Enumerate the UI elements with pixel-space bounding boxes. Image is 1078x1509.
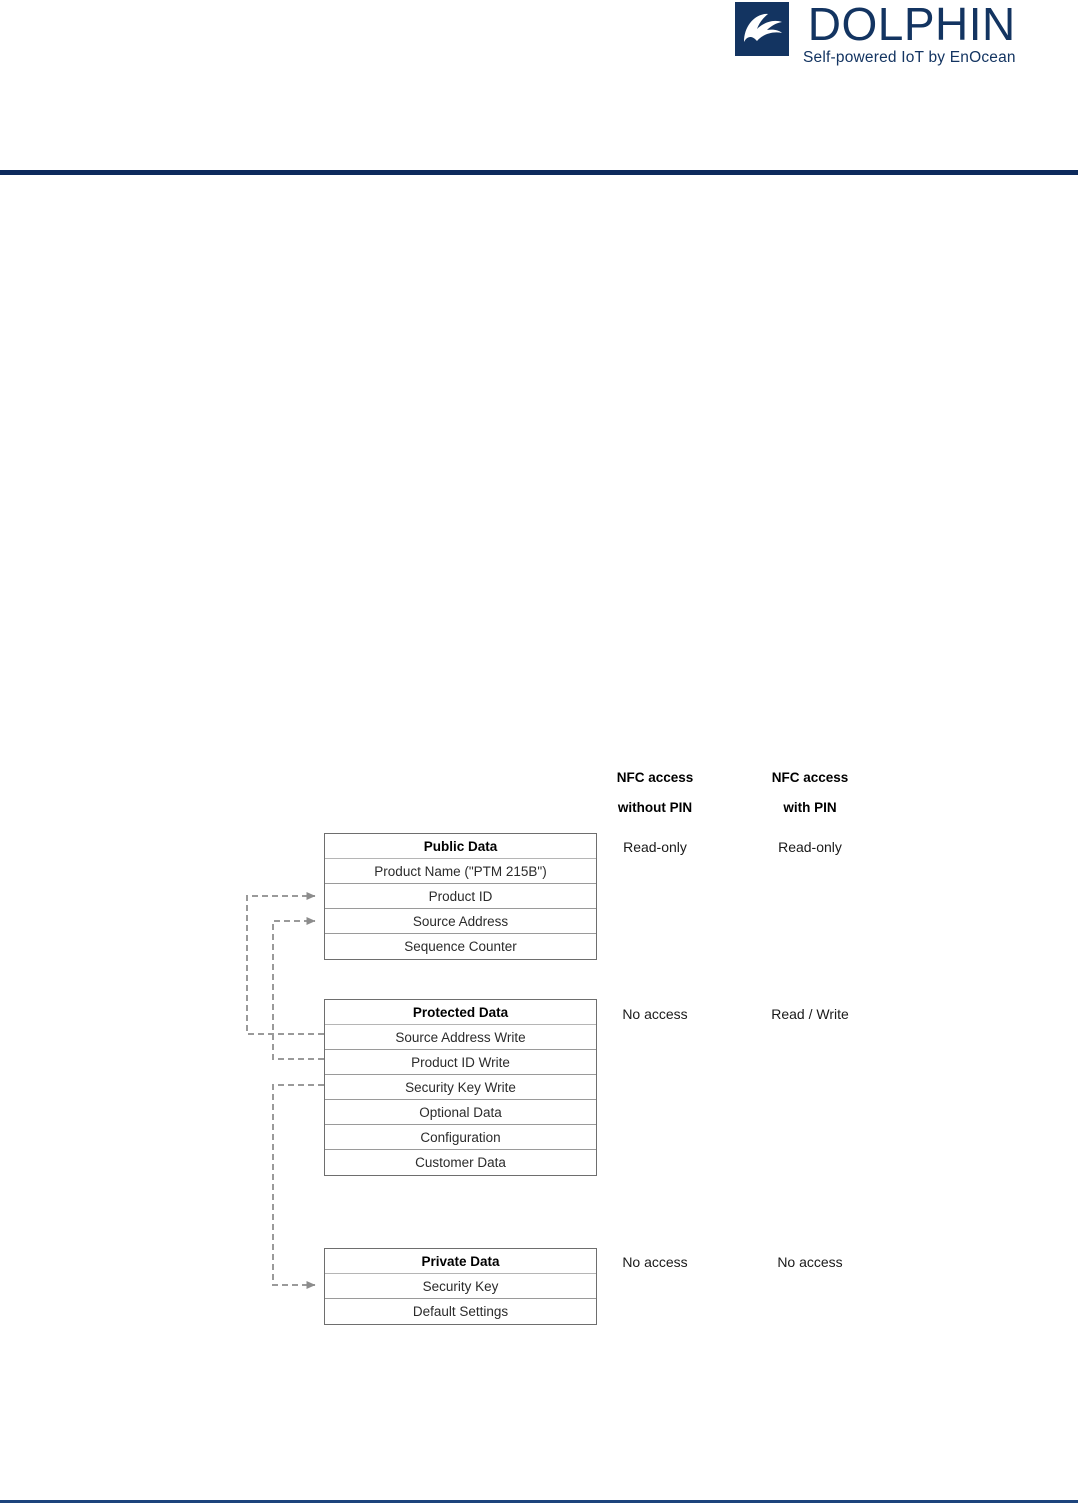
connector-product-id-write [272, 917, 324, 1060]
row-product-id-write: Product ID Write [325, 1050, 596, 1075]
row-source-address: Source Address [325, 909, 596, 934]
access-public-without-pin: Read-only [623, 839, 687, 855]
row-default-settings: Default Settings [412, 1304, 509, 1319]
access-protected-without-pin: No access [622, 1006, 688, 1022]
row-product-id: Product ID [325, 884, 596, 909]
access-public-with-pin: Read-only [778, 839, 842, 855]
row-configuration: Configuration [325, 1125, 596, 1150]
block-protected-data: Protected Data Source Address Write Prod… [324, 999, 597, 1176]
block-private-data: Private Data Security Key Default Settin… [324, 1248, 597, 1325]
column-header-2-line1: NFC access [771, 770, 849, 785]
row-security-key-write: Security Key Write [325, 1075, 596, 1100]
dolphin-logo-icon [735, 2, 789, 56]
connector-security-key-write [272, 1084, 324, 1289]
header-divider [0, 170, 1078, 175]
row-product-name: Product Name ("PTM 215B") [325, 859, 596, 884]
block-public-data: Public Data Product Name ("PTM 215B") Pr… [324, 833, 597, 960]
row-customer-data: Customer Data [415, 1155, 506, 1170]
brand-wordmark: DOLPHIN Self-powered IoT by EnOcean [803, 0, 1016, 67]
access-private-without-pin: No access [622, 1254, 688, 1270]
access-protected-with-pin: Read / Write [771, 1006, 849, 1022]
column-header-2-line2: with PIN [783, 800, 837, 815]
column-header-1-line1: NFC access [616, 770, 694, 785]
brand-logo: DOLPHIN Self-powered IoT by EnOcean [735, 0, 1035, 68]
access-private-with-pin: No access [777, 1254, 843, 1270]
connector-source-address-write [246, 892, 324, 1035]
row-source-address-write: Source Address Write [325, 1025, 596, 1050]
block-protected-data-title: Protected Data [325, 1000, 596, 1025]
column-header-1-line2: without PIN [617, 800, 693, 815]
block-private-data-title: Private Data [325, 1249, 596, 1274]
block-public-data-title: Public Data [325, 834, 596, 859]
row-optional-data: Optional Data [325, 1100, 596, 1125]
row-sequence-counter: Sequence Counter [404, 939, 517, 954]
row-security-key: Security Key [325, 1274, 596, 1299]
footer-divider [0, 1500, 1078, 1503]
brand-tagline: Self-powered IoT by EnOcean [803, 49, 1016, 66]
brand-title: DOLPHIN [807, 0, 1016, 50]
